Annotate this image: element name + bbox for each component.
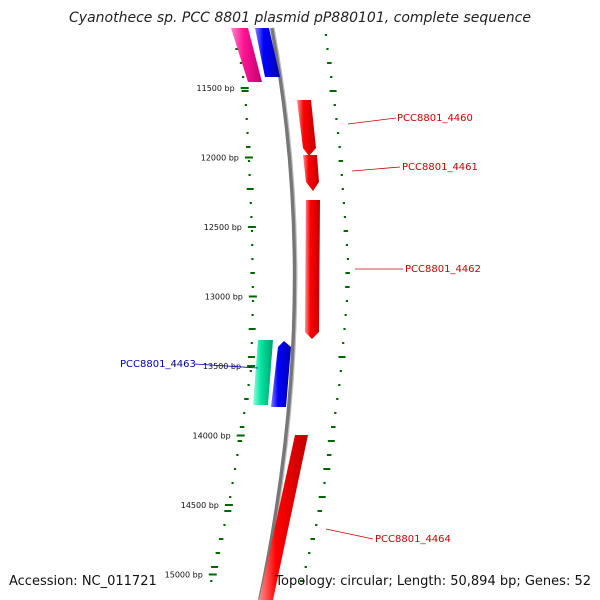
leader-line-4460 (347, 117, 397, 125)
leader-line-4463 (194, 363, 259, 369)
scale-label: 14500 bp (181, 501, 219, 510)
gene-4462[interactable] (305, 200, 320, 339)
accession-text: Accession: NC_011721 (9, 574, 157, 589)
scale-label: 13500 bp (203, 362, 241, 371)
scale-label: 12000 bp (201, 154, 239, 163)
bp-scale: 11500 bp 12000 bp 12500 bp 13000 bp 13500 bp… (165, 84, 257, 580)
plasmid-backbone (258, 27, 297, 600)
gene-label-4464[interactable]: PCC8801_4464 (375, 534, 451, 545)
gene-4461[interactable] (303, 155, 319, 191)
topology-summary: Topology: circular; Length: 50,894 bp; G… (275, 574, 591, 589)
map-title: Cyanothece sp. PCC 8801 plasmid pP880101… (69, 10, 531, 26)
leader-line-4464 (325, 528, 374, 540)
gene-blue-top[interactable] (255, 28, 280, 77)
gene-4464[interactable] (259, 435, 308, 600)
scale-label: 13000 bp (205, 293, 243, 302)
gene-magenta-top[interactable] (231, 28, 262, 82)
scale-label: 12500 bp (204, 223, 242, 232)
gene-label-4460[interactable]: PCC8801_4460 (397, 113, 473, 124)
gene-blue-4463b[interactable] (271, 341, 291, 407)
leader-line-4461 (351, 166, 401, 172)
scale-label: 15000 bp (165, 571, 203, 580)
gc-content-track-right (300, 34, 350, 582)
scale-label: 11500 bp (197, 84, 235, 93)
gene-label-4461[interactable]: PCC8801_4461 (402, 162, 478, 173)
gene-green-4463[interactable] (253, 340, 273, 405)
gc-content-track-left (210, 34, 256, 582)
scale-label: 14000 bp (193, 432, 231, 441)
gene-label-4463[interactable]: PCC8801_4463 (120, 359, 196, 370)
gene-4460[interactable] (297, 100, 316, 156)
gene-label-4462[interactable]: PCC8801_4462 (405, 264, 481, 275)
